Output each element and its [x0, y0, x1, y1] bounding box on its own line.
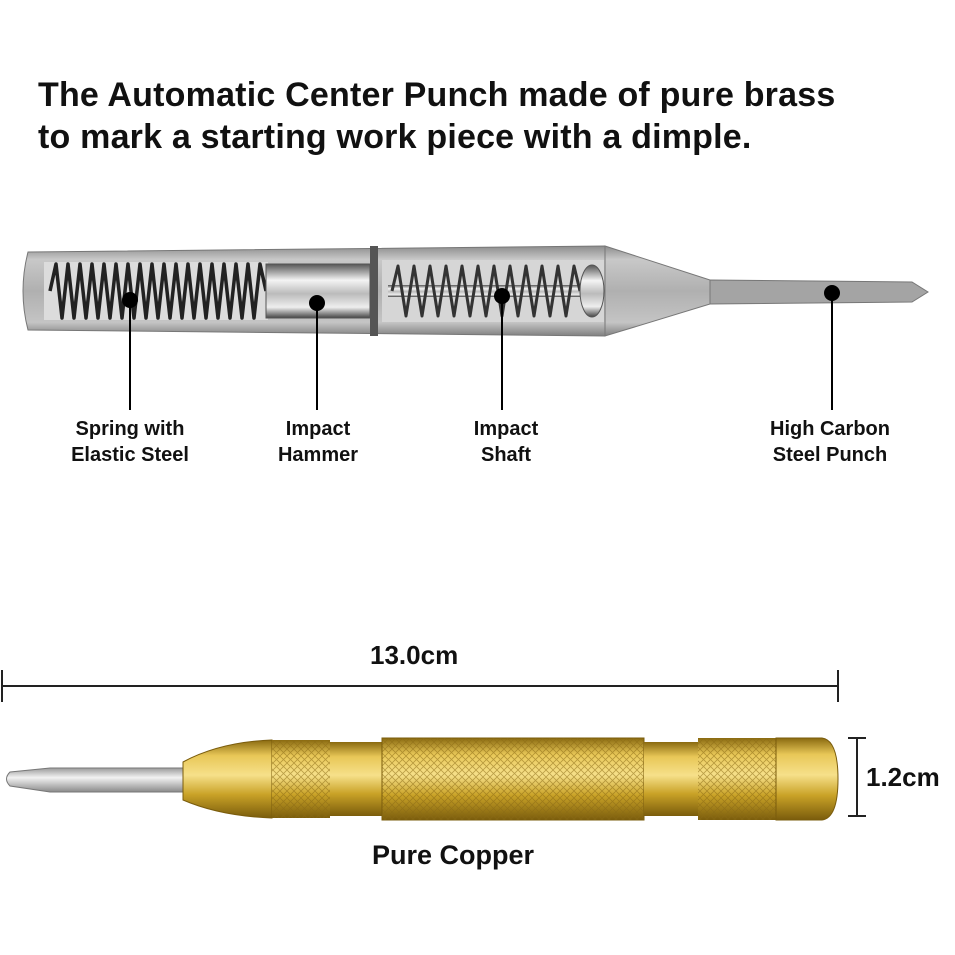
callouts: [122, 285, 840, 410]
brass-end-cap: [775, 737, 839, 821]
length-dimension: [1, 670, 839, 702]
brass-nose-cone: [182, 739, 273, 819]
label-hammer-line-1: Impact: [285, 418, 351, 440]
label-punch-line-2: Steel Punch: [772, 444, 888, 466]
length-label: 13.0cm: [370, 640, 459, 670]
cutaway-cone: [604, 245, 711, 337]
shaft-head: [579, 264, 605, 318]
diameter-label: 1.2cm: [866, 762, 940, 792]
label-shaft: Impact Shaft: [436, 416, 576, 468]
cutaway-punch: [22, 245, 929, 337]
shaft-spring-coil: [390, 264, 582, 318]
headline-line-1: The Automatic Center Punch made of pure …: [38, 76, 836, 114]
body-divider: [370, 246, 378, 336]
brass-punch: [6, 737, 839, 821]
headline-line-2: to mark a starting work piece with a dim…: [38, 118, 752, 156]
label-shaft-line-1: Impact: [473, 418, 539, 440]
label-spring-line-2: Elastic Steel: [71, 444, 189, 466]
label-hammer-line-2: Hammer: [277, 444, 359, 466]
label-spring-line-1: Spring with: [75, 418, 185, 440]
spring-coil: [48, 262, 268, 320]
headline: The Automatic Center Punch made of pure …: [38, 74, 938, 158]
label-hammer: Impact Hammer: [248, 416, 388, 468]
brass-collar-2: [644, 742, 698, 816]
label-punch: High Carbon Steel Punch: [740, 416, 920, 468]
steel-tip: [6, 767, 186, 793]
diameter-dimension: [848, 737, 866, 817]
material-label: Pure Copper: [372, 840, 535, 870]
label-shaft-line-2: Shaft: [481, 444, 531, 466]
brass-collar-1: [330, 742, 382, 816]
label-punch-line-1: High Carbon: [770, 418, 890, 440]
label-spring: Spring with Elastic Steel: [50, 416, 210, 468]
cutaway-tip: [709, 279, 929, 305]
